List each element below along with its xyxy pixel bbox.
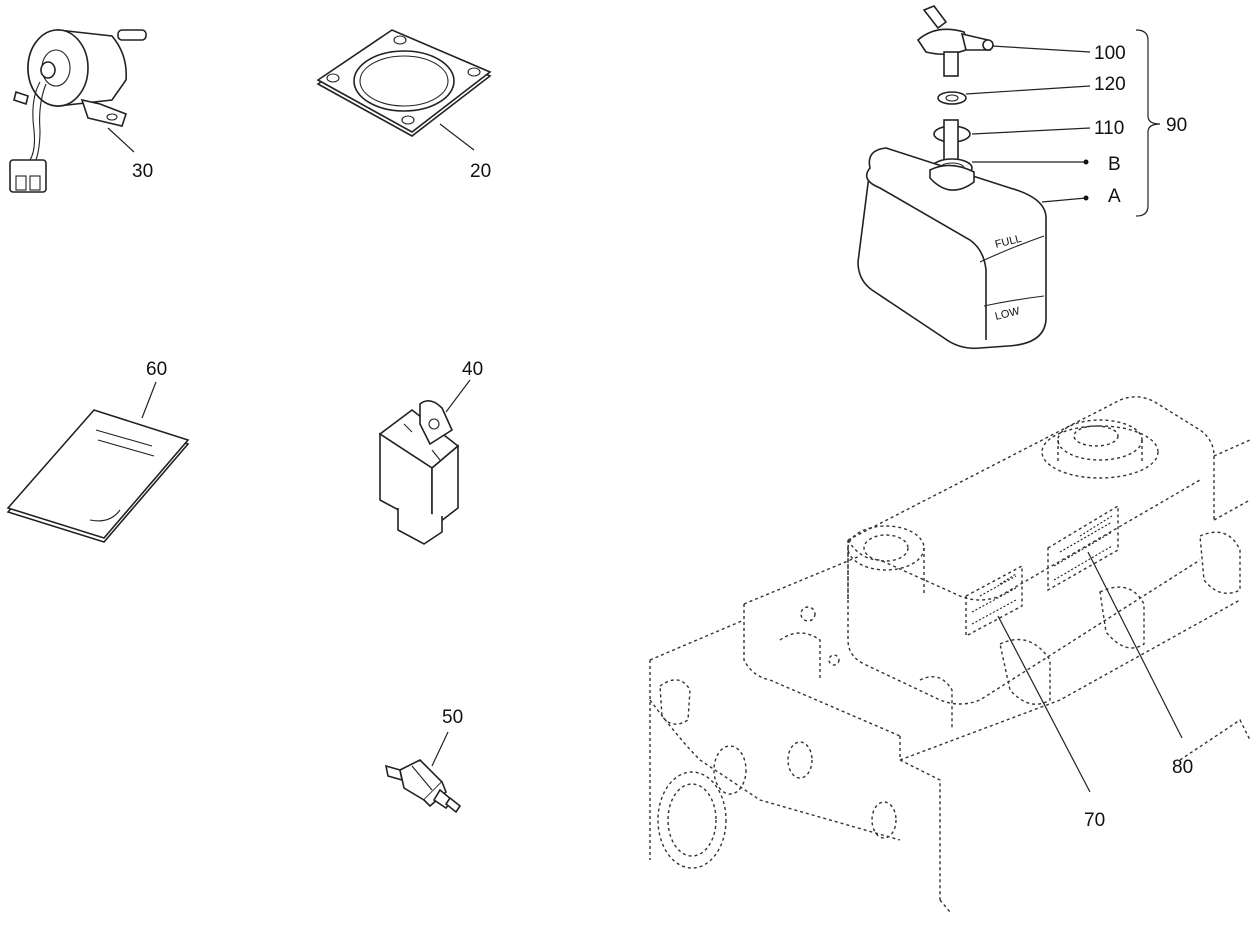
- callout-40: 40: [462, 359, 483, 380]
- callout-110: 110: [1094, 118, 1124, 139]
- leader-20: [439, 123, 475, 151]
- callout-A: A: [1108, 186, 1121, 207]
- manual-part-60: [6, 409, 190, 543]
- leader-30: [107, 127, 135, 153]
- engine-head-illustration: [649, 396, 1251, 913]
- callout-60: 60: [146, 359, 167, 380]
- dot-B: [1083, 159, 1089, 165]
- callout-50: 50: [442, 707, 463, 728]
- relay-part-40: [378, 400, 460, 545]
- leader-50: [431, 731, 449, 767]
- callout-B: B: [1108, 154, 1121, 175]
- leader-A: [1041, 197, 1087, 203]
- callout-20: 20: [470, 161, 491, 182]
- leader-120: [965, 85, 1091, 95]
- callout-80: 80: [1172, 757, 1193, 778]
- gasket-part-20: [316, 29, 492, 137]
- callout-120: 120: [1094, 74, 1126, 95]
- callout-30: 30: [132, 161, 153, 182]
- fuel-pump-part-30: [9, 29, 147, 193]
- sensor-part-50: [384, 759, 462, 814]
- callout-100: 100: [1094, 43, 1126, 64]
- callout-90: 90: [1166, 115, 1187, 136]
- bracket-90: [1135, 29, 1161, 217]
- leader-70: [997, 615, 1091, 793]
- leader-80: [1087, 551, 1183, 739]
- leader-110: [971, 127, 1091, 135]
- reserve-tank-assembly-90: FULL LOW: [857, 5, 1047, 350]
- dot-A: [1083, 195, 1089, 201]
- leader-100: [991, 45, 1091, 53]
- leader-40: [445, 379, 471, 413]
- callout-70: 70: [1084, 810, 1105, 831]
- leader-60: [141, 381, 157, 419]
